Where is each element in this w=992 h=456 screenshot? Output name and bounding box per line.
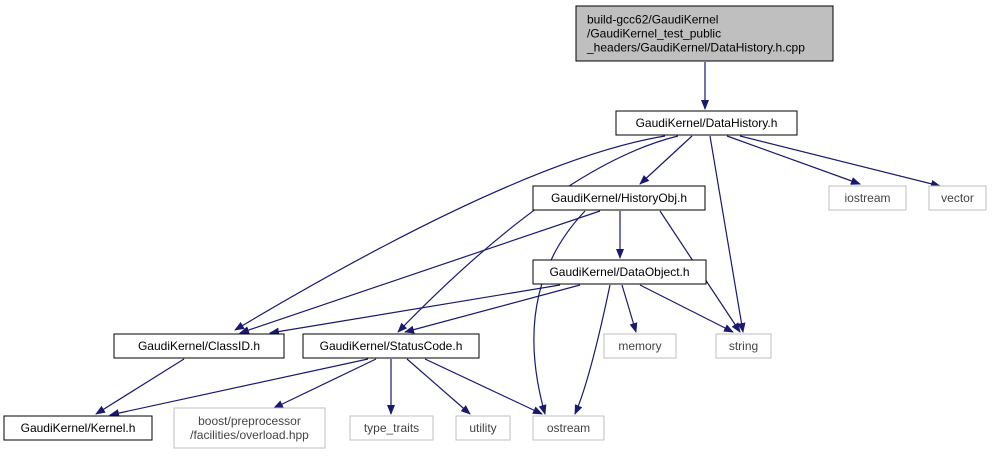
edge-statuscode-to-utility xyxy=(406,358,471,415)
node-box xyxy=(173,407,326,449)
node-label: string xyxy=(729,339,758,353)
node-box xyxy=(615,110,798,136)
node-box xyxy=(349,415,434,441)
node-classid[interactable]: GaudiKernel/ClassID.h xyxy=(113,333,285,359)
edge-datahistory-to-classid xyxy=(234,135,666,331)
edge-historyobj-to-ostream xyxy=(533,210,586,415)
node-label: ostream xyxy=(547,421,590,435)
node-typetraits: type_traits xyxy=(349,415,434,441)
node-box xyxy=(532,185,706,211)
edge-dataobject-to-ostream xyxy=(574,284,611,415)
node-string: string xyxy=(715,333,772,359)
edge-datahistory-to-historyobj xyxy=(639,135,693,185)
node-root[interactable]: build-gcc62/GaudiKernel/GaudiKernel_test… xyxy=(575,5,834,62)
node-label: /facilities/overload.hpp xyxy=(190,428,309,442)
node-box xyxy=(828,185,907,211)
node-statuscode[interactable]: GaudiKernel/StatusCode.h xyxy=(302,333,480,359)
edge-dataobject-to-string xyxy=(639,284,734,333)
node-box xyxy=(455,415,511,441)
node-label: iostream xyxy=(844,191,890,205)
node-box xyxy=(928,185,987,211)
edge-datahistory-to-iostream xyxy=(726,135,861,185)
edge-historyobj-to-classid xyxy=(239,210,601,334)
edge-dataobject-to-memory xyxy=(621,284,638,333)
node-label: GaudiKernel/DataObject.h xyxy=(549,265,689,279)
node-label: _headers/GaudiKernel/DataHistory.h.cpp xyxy=(586,41,805,55)
node-label: GaudiKernel/StatusCode.h xyxy=(320,339,463,353)
node-label: GaudiKernel/Kernel.h xyxy=(21,421,136,435)
edge-classid-to-kernel xyxy=(95,358,185,415)
node-boostpp: boost/preprocessor/facilities/overload.h… xyxy=(173,407,326,449)
edge-dataobject-to-statuscode xyxy=(404,284,581,334)
node-box xyxy=(113,333,285,359)
node-label: memory xyxy=(618,339,661,353)
node-box xyxy=(532,415,605,441)
edge-statuscode-to-ostream xyxy=(424,358,543,415)
node-box xyxy=(3,415,153,441)
node-label: GaudiKernel/HistoryObj.h xyxy=(551,191,687,205)
node-label: GaudiKernel/ClassID.h xyxy=(138,339,260,353)
node-box xyxy=(603,333,677,359)
node-box xyxy=(532,259,707,285)
node-utility: utility xyxy=(455,415,511,441)
node-datahistory[interactable]: GaudiKernel/DataHistory.h xyxy=(615,110,798,136)
node-kernel[interactable]: GaudiKernel/Kernel.h xyxy=(3,415,153,441)
node-label: utility xyxy=(469,421,496,435)
node-label: build-gcc62/GaudiKernel xyxy=(587,13,718,27)
edge-statuscode-to-boostpp xyxy=(273,358,377,409)
node-box xyxy=(302,333,480,359)
node-iostream: iostream xyxy=(828,185,907,211)
node-label: /GaudiKernel_test_public xyxy=(587,27,721,41)
node-box xyxy=(715,333,772,359)
node-label: vector xyxy=(941,191,974,205)
node-historyobj[interactable]: GaudiKernel/HistoryObj.h xyxy=(532,185,706,211)
edge-dataobject-to-classid xyxy=(269,284,561,336)
node-label: boost/preprocessor xyxy=(198,414,301,428)
node-label: type_traits xyxy=(364,421,419,435)
node-dataobject[interactable]: GaudiKernel/DataObject.h xyxy=(532,259,707,285)
edge-datahistory-to-string xyxy=(709,135,746,333)
edge-datahistory-to-statuscode xyxy=(397,135,679,333)
node-ostream: ostream xyxy=(532,415,605,441)
edge-datahistory-to-vector xyxy=(739,135,941,188)
node-vector: vector xyxy=(928,185,987,211)
node-box xyxy=(575,5,834,62)
edge-statuscode-to-kernel xyxy=(109,358,369,417)
node-label: GaudiKernel/DataHistory.h xyxy=(636,116,778,130)
node-memory: memory xyxy=(603,333,677,359)
